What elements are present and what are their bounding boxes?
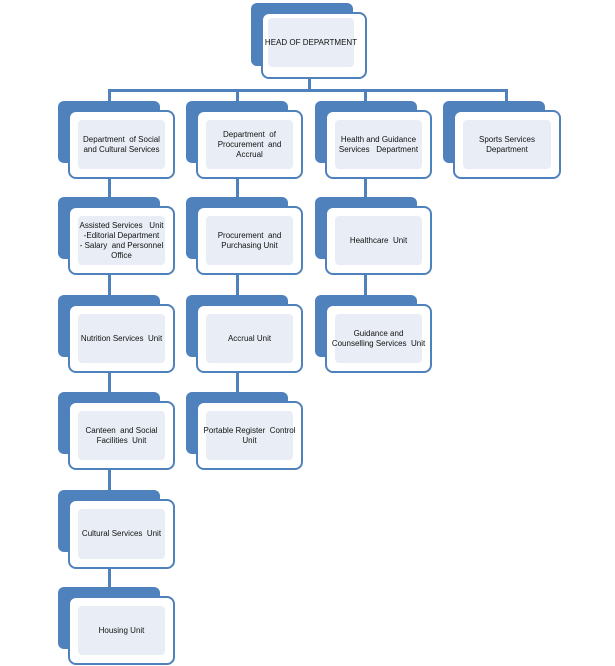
unit-connector bbox=[108, 568, 111, 588]
node-sub-items: -Editorial Department - Salary and Perso… bbox=[80, 231, 164, 261]
node-label: Department of Procurement and Accrual bbox=[217, 129, 282, 159]
node-label: Nutrition Services Unit bbox=[80, 333, 163, 343]
unit-connector bbox=[236, 178, 239, 198]
node-label: Accrual Unit bbox=[227, 333, 272, 343]
sub-item-salary-personnel-office: - Salary and Personnel Office bbox=[79, 240, 164, 260]
node-label: Canteen and Social Facilities Unit bbox=[85, 425, 158, 445]
dept-connector-4 bbox=[505, 89, 508, 102]
node-dept-social-cultural: Department of Social and Cultural Servic… bbox=[58, 101, 175, 179]
unit-connector bbox=[364, 178, 367, 198]
node-label: Sports Services Department bbox=[478, 134, 536, 154]
node-canteen-social-facilities-unit: Canteen and Social Facilities Unit bbox=[58, 392, 175, 470]
sub-item-editorial-department: -Editorial Department bbox=[83, 230, 160, 240]
node-procurement-purchasing-unit: Procurement and Purchasing Unit bbox=[186, 197, 303, 275]
node-label: Assisted Services Unit bbox=[79, 220, 164, 230]
root-connector bbox=[308, 79, 311, 91]
dept-connector-1 bbox=[108, 89, 111, 102]
department-bus bbox=[108, 89, 506, 92]
node-cultural-services-unit: Cultural Services Unit bbox=[58, 490, 175, 569]
node-label: Portable Register Control Unit bbox=[203, 425, 296, 445]
unit-connector bbox=[236, 274, 239, 296]
node-label: Cultural Services Unit bbox=[81, 529, 162, 538]
node-label: HEAD OF DEPARTMENT bbox=[264, 37, 358, 47]
unit-connector bbox=[108, 469, 111, 491]
node-dept-health-guidance: Health and Guidance Services Department bbox=[315, 101, 432, 179]
node-head-of-department: HEAD OF DEPARTMENT bbox=[251, 3, 367, 79]
node-label: Housing Unit bbox=[98, 625, 145, 635]
node-accrual-unit: Accrual Unit bbox=[186, 295, 303, 373]
node-dept-sports-services: Sports Services Department bbox=[443, 101, 561, 179]
node-housing-unit: Housing Unit bbox=[58, 587, 175, 665]
unit-connector bbox=[236, 372, 239, 394]
node-label: Department of Social and Cultural Servic… bbox=[83, 134, 160, 154]
dept-connector-2 bbox=[236, 89, 239, 102]
unit-connector bbox=[364, 274, 367, 296]
node-label: Guidance and Counselling Services Unit bbox=[331, 328, 426, 348]
node-healthcare-unit: Healthcare Unit bbox=[315, 197, 432, 275]
unit-connector bbox=[108, 274, 111, 296]
node-nutrition-services-unit: Nutrition Services Unit bbox=[58, 295, 175, 373]
unit-connector bbox=[108, 372, 111, 394]
node-label: Healthcare Unit bbox=[349, 235, 408, 245]
node-assisted-services-unit: Assisted Services Unit -Editorial Depart… bbox=[58, 197, 175, 275]
node-guidance-counselling-unit: Guidance and Counselling Services Unit bbox=[315, 295, 432, 373]
node-portable-register-control-unit: Portable Register Control Unit bbox=[186, 392, 303, 470]
node-dept-procurement-accrual: Department of Procurement and Accrual bbox=[186, 101, 303, 179]
dept-connector-3 bbox=[364, 89, 367, 102]
node-label: Procurement and Purchasing Unit bbox=[217, 230, 282, 250]
unit-connector bbox=[108, 178, 111, 198]
node-label: Health and Guidance Services Department bbox=[338, 134, 419, 154]
